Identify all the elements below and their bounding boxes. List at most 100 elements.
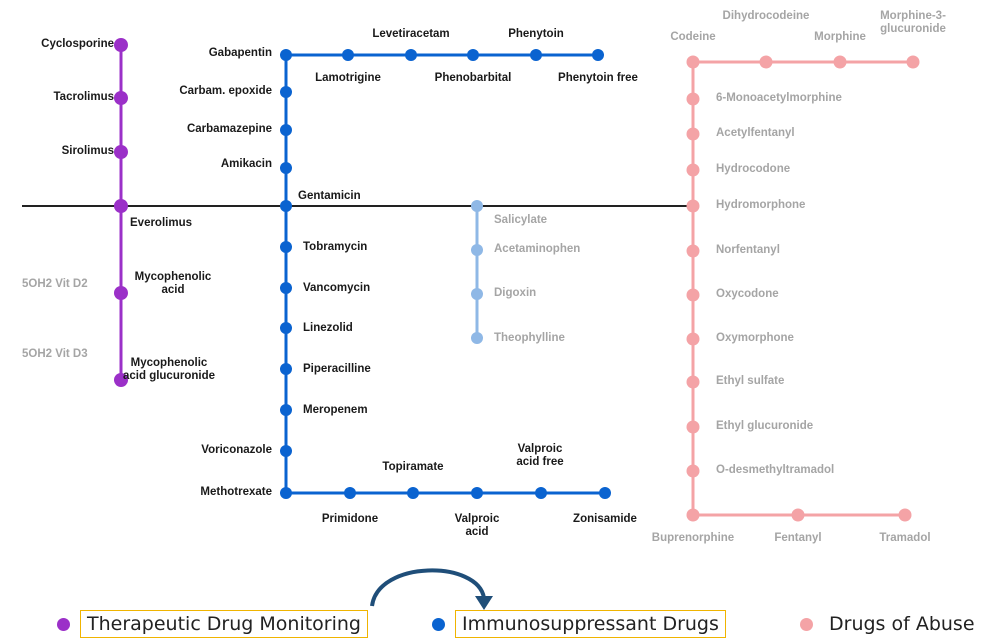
station-salicylate	[471, 200, 483, 212]
station-buprenorphine	[686, 508, 700, 522]
station-vancomycin	[280, 282, 292, 294]
label-fentanyl: Fentanyl	[774, 532, 822, 544]
label-phenytoin-free: Phenytoin free	[558, 72, 638, 84]
label-carbam-epoxide: Carbam. epoxide	[179, 85, 272, 97]
station-methotrexate	[280, 487, 292, 499]
station-carbam-epoxide	[280, 86, 292, 98]
blue-line	[284, 53, 605, 495]
label-oxymorphone: Oxymorphone	[716, 332, 794, 344]
legend-label-drugs-of-abuse: Drugs of Abuse	[829, 613, 975, 635]
station-mycophenolic-acid	[114, 286, 128, 300]
label-dihydrocodeine: Dihydrocodeine	[722, 10, 810, 22]
label-6-monoacetylmorphine: 6-Monoacetylmorphine	[716, 92, 842, 104]
label-lamotrigine: Lamotrigine	[315, 72, 381, 84]
station-dihydrocodeine	[759, 55, 773, 69]
station-phenobarbital	[467, 49, 479, 61]
label-cyclosporine: Cyclosporine	[41, 38, 114, 50]
label-codeine: Codeine	[670, 31, 716, 43]
label-acetylfentanyl: Acetylfentanyl	[716, 127, 795, 139]
label-piperacilline: Piperacilline	[303, 363, 371, 375]
station-theophylline	[471, 332, 483, 344]
label-hydromorphone: Hydromorphone	[716, 199, 806, 211]
label-amikacin: Amikacin	[220, 158, 272, 170]
curved-arrow-head	[475, 596, 493, 610]
station-morphine	[833, 55, 847, 69]
station-tramadol	[898, 508, 912, 522]
label-primidone: Primidone	[321, 513, 379, 525]
label-tramadol: Tramadol	[879, 532, 931, 544]
station-levetiracetam	[405, 49, 417, 61]
label-oxycodone: Oxycodone	[716, 288, 779, 300]
label-norfentanyl: Norfentanyl	[716, 244, 780, 256]
station-oxycodone	[686, 288, 700, 302]
station-tobramycin	[280, 241, 292, 253]
station-linezolid	[280, 322, 292, 334]
legend-dot-pink	[800, 617, 813, 631]
legend-dot-purple	[57, 617, 70, 631]
label-levetiracetam: Levetiracetam	[372, 28, 450, 40]
station-sirolimus	[114, 145, 128, 159]
station-gabapentin	[280, 49, 292, 61]
station-everolimus	[114, 199, 128, 213]
label-linezolid: Linezolid	[303, 322, 353, 334]
legend-item-drugs-of-abuse: Drugs of Abuse	[800, 608, 981, 640]
label-meropenem: Meropenem	[303, 404, 368, 416]
label-vit-d3: 5OH2 Vit D3	[22, 348, 88, 360]
station-acetaminophen	[471, 244, 483, 256]
label-voriconazole: Voriconazole	[201, 444, 272, 456]
station-fentanyl	[791, 508, 805, 522]
label-ethyl-glucuronide: Ethyl glucuronide	[716, 420, 814, 432]
label-mycophenolic-acid-glucuronide: Mycophenolic acid glucuronide	[122, 357, 215, 382]
label-acetaminophen: Acetaminophen	[494, 243, 581, 255]
label-tacrolimus: Tacrolimus	[53, 91, 115, 103]
label-vit-d2: 5OH2 Vit D2	[22, 278, 88, 290]
station-ethyl-sulfate	[686, 375, 700, 389]
station-morphine-3-glucuronide	[906, 55, 920, 69]
station-piperacilline	[280, 363, 292, 375]
label-topiramate: Topiramate	[382, 461, 444, 473]
label-hydrocodone: Hydrocodone	[716, 163, 791, 175]
station-valproic-acid-free	[535, 487, 547, 499]
label-sirolimus: Sirolimus	[61, 145, 114, 157]
label-gabapentin: Gabapentin	[208, 47, 272, 59]
station-gentamicin	[280, 200, 292, 212]
legend-label-therapeutic-drug-monitoring: Therapeutic Drug Monitoring	[80, 610, 368, 638]
label-valproic-acid: Valproic acid	[454, 513, 500, 538]
label-phenobarbital: Phenobarbital	[434, 72, 512, 84]
legend-dot-blue	[432, 617, 445, 631]
station-ethyl-glucuronide	[686, 420, 700, 434]
station-norfentanyl	[686, 244, 700, 258]
station-phenytoin-free	[592, 49, 604, 61]
curved-arrow	[370, 568, 486, 607]
legend-label-immunosuppressant-drugs: Immunosuppressant Drugs	[455, 610, 726, 638]
label-everolimus: Everolimus	[130, 217, 192, 229]
station-cyclosporine	[114, 38, 128, 52]
station-valproic-acid	[471, 487, 483, 499]
label-tobramycin: Tobramycin	[303, 241, 368, 253]
label-carbamazepine: Carbamazepine	[186, 123, 272, 135]
label-vancomycin: Vancomycin	[303, 282, 371, 294]
station-hydrocodone	[686, 163, 700, 177]
legend-item-therapeutic-drug-monitoring: Therapeutic Drug Monitoring	[57, 608, 368, 640]
label-methotrexate: Methotrexate	[200, 486, 272, 498]
label-digoxin: Digoxin	[494, 287, 537, 299]
station-primidone	[344, 487, 356, 499]
station-hydromorphone	[686, 199, 700, 213]
station-zonisamide	[599, 487, 611, 499]
label-morphine-3-glucuronide: Morphine-3-glucuronide	[880, 10, 946, 35]
label-gentamicin: Gentamicin	[298, 190, 361, 202]
station-acetylfentanyl	[686, 127, 700, 141]
station-o-desmethyltramadol	[686, 464, 700, 478]
station-lamotrigine	[342, 49, 354, 61]
label-salicylate: Salicylate	[494, 214, 548, 226]
station-mycophenolic-acid-glucuronide	[114, 373, 128, 387]
station-digoxin	[471, 288, 483, 300]
station-amikacin	[280, 162, 292, 174]
label-mycophenolic-acid: Mycophenolic acid	[134, 271, 212, 296]
station-carbamazepine	[280, 124, 292, 136]
station-meropenem	[280, 404, 292, 416]
station-phenytoin	[530, 49, 542, 61]
label-buprenorphine: Buprenorphine	[651, 532, 735, 544]
label-o-desmethyltramadol: O-desmethyltramadol	[716, 464, 835, 476]
